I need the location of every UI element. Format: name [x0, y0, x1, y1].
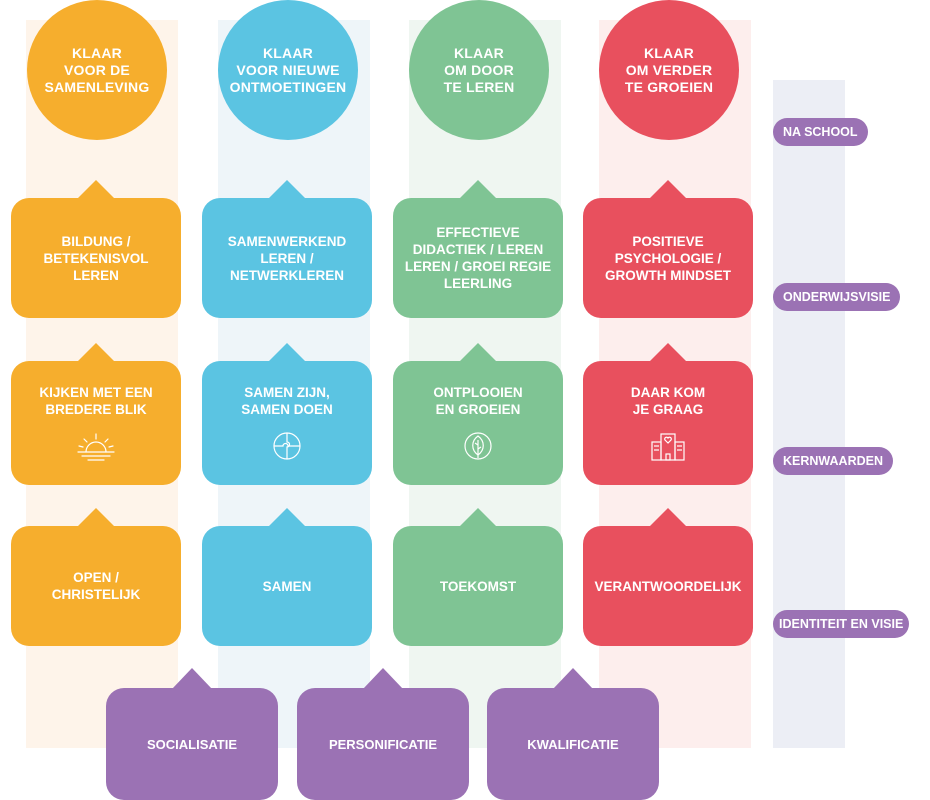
goal-circle-door-leren: KLAAR OM DOOR TE LEREN [409, 0, 549, 140]
onderwijsvisie-box-didactiek: EFFECTIEVE DIDACTIEK / LEREN LEREN / GRO… [393, 180, 563, 318]
level-label-onderwijsvisie: ONDERWIJSVISIE [773, 283, 901, 311]
function-box-socialisatie: SOCIALISATIE [106, 668, 278, 800]
sunrise-icon [77, 433, 115, 461]
kernwaarde-text: ONTPLOOIEN EN GROEIEN [433, 385, 523, 417]
identiteit-box-samen: SAMEN [202, 508, 372, 646]
level-label-na-school: NA SCHOOL [773, 118, 868, 146]
kernwaarde-text: DAAR KOM JE GRAAG [630, 385, 706, 417]
kernwaarde-box-samen-zijn: SAMEN ZIJN, SAMEN DOEN [202, 343, 372, 485]
goal-circle-verder-groeien: KLAAR OM VERDER TE GROEIEN [599, 0, 739, 140]
onderwijsvisie-text: SAMENWERKEND LEREN / NETWERKLEREN [227, 233, 347, 283]
level-label-identiteit-en-visie: IDENTITEIT EN VISIE [773, 610, 910, 638]
levels-sidebar [773, 80, 845, 748]
identiteit-text: SAMEN [262, 578, 312, 594]
kernwaarde-box-bredere-blik: KIJKEN MET EEN BREDERE BLIK [11, 343, 181, 485]
function-box-personificatie: PERSONIFICATIE [297, 668, 469, 800]
onderwijsvisie-box-bildung: BILDUNG / BETEKENISVOL LEREN [11, 180, 181, 318]
identiteit-text: TOEKOMST [439, 578, 517, 594]
school-heart-icon [651, 433, 685, 461]
leaf-circle-icon [464, 432, 492, 460]
identiteit-text: VERANTWOORDELIJK [594, 578, 742, 594]
identiteit-box-open: OPEN / CHRISTELIJK [11, 508, 181, 646]
function-box-kwalificatie: KWALIFICATIE [487, 668, 659, 800]
onderwijsvisie-box-psychologie: POSITIEVE PSYCHOLOGIE / GROWTH MINDSET [583, 180, 753, 318]
identiteit-box-verantwoordelijk: VERANTWOORDELIJK [583, 508, 753, 646]
kernwaarde-text: SAMEN ZIJN, SAMEN DOEN [241, 385, 333, 417]
kernwaarde-box-ontplooien: ONTPLOOIEN EN GROEIEN [393, 343, 563, 485]
goal-circle-samenleving: KLAAR VOOR DE SAMENLEVING [27, 0, 167, 140]
identiteit-text: OPEN / CHRISTELIJK [51, 570, 141, 602]
onderwijsvisie-text: BILDUNG / BETEKENISVOL LEREN [43, 233, 149, 283]
level-label-kernwaarden: KERNWAARDEN [773, 447, 893, 475]
goal-circle-ontmoetingen: KLAAR VOOR NIEUWE ONTMOETINGEN [218, 0, 358, 140]
puzzle-circle-icon [273, 432, 301, 460]
kernwaarde-text: KIJKEN MET EEN BREDERE BLIK [39, 385, 153, 417]
kernwaarde-box-daar-kom: DAAR KOM JE GRAAG [583, 343, 753, 485]
onderwijsvisie-text: POSITIEVE PSYCHOLOGIE / GROWTH MINDSET [605, 233, 731, 283]
onderwijsvisie-text: EFFECTIEVE DIDACTIEK / LEREN LEREN / GRO… [404, 225, 552, 291]
identiteit-box-toekomst: TOEKOMST [393, 508, 563, 646]
onderwijsvisie-box-samenwerkend: SAMENWERKEND LEREN / NETWERKLEREN [202, 180, 372, 318]
